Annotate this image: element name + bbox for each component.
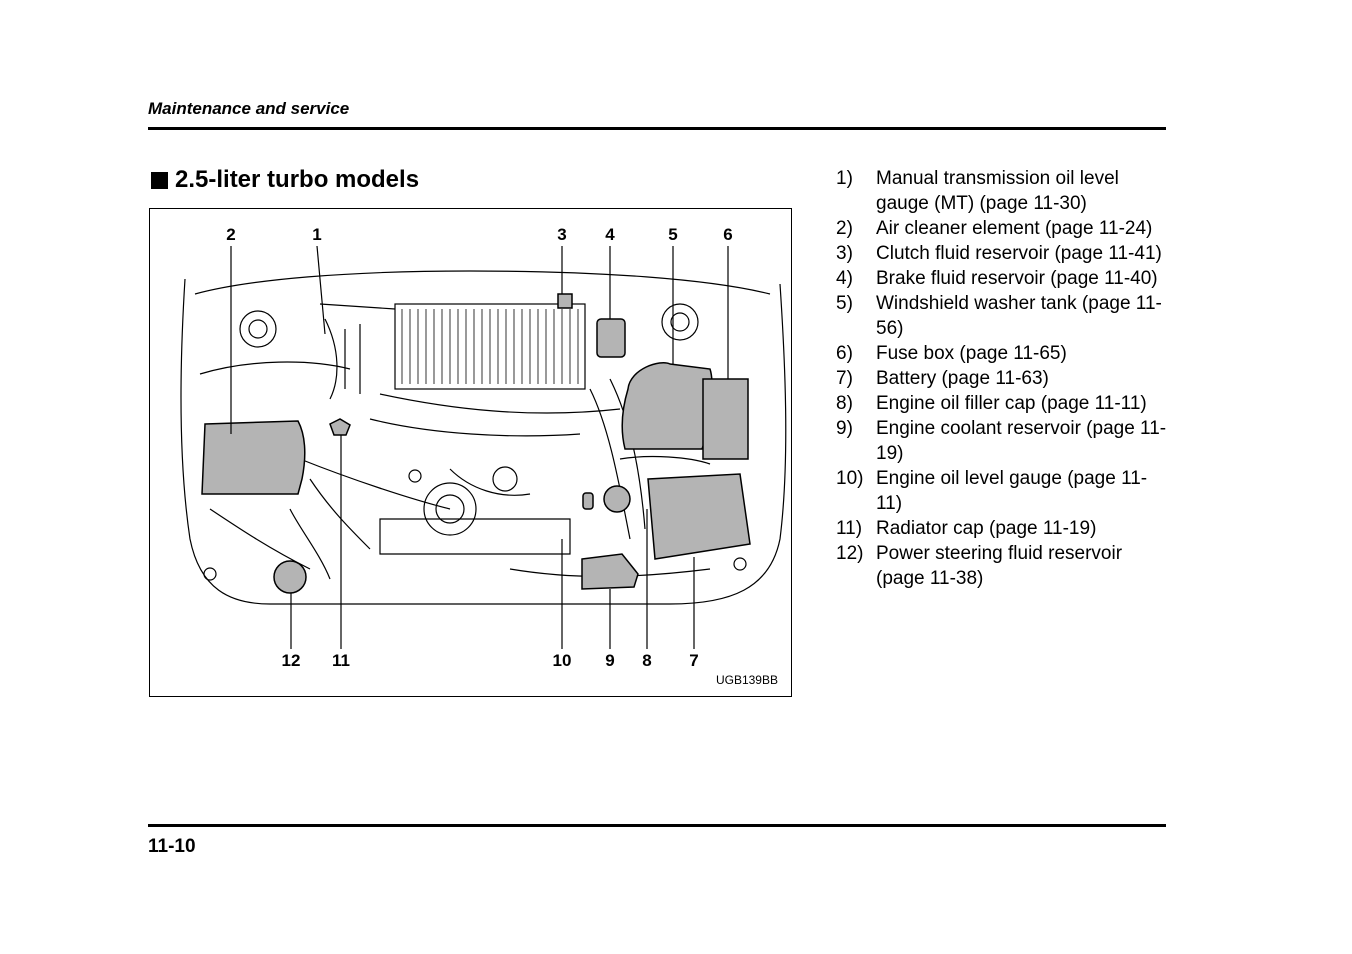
legend-text: Radiator cap (page 11-19) bbox=[876, 518, 1097, 539]
figure-code: UGB139BB bbox=[715, 673, 778, 687]
section-heading-text: 2.5-liter turbo models bbox=[175, 166, 420, 193]
legend-item: 7) Battery (page 11-63) bbox=[836, 366, 1171, 391]
legend-number: 10) bbox=[836, 468, 864, 489]
legend-item: 4) Brake fluid reservoir (page 11-40) bbox=[836, 266, 1171, 291]
legend-number: 11) bbox=[836, 518, 863, 539]
engine-illustration bbox=[180, 245, 787, 649]
legend-number: 2) bbox=[836, 218, 853, 239]
legend-number: 9) bbox=[836, 418, 853, 439]
legend-item: 9) Engine coolant reservoir (page 11-19) bbox=[836, 416, 1171, 466]
legend-item: 2) Air cleaner element (page 11-24) bbox=[836, 216, 1171, 241]
legend-item: 12) Power steering fluid reservoir (page … bbox=[836, 541, 1171, 591]
engine-compartment-figure: 2 1 3 4 5 6 12 11 10 9 8 7 UGB139BB bbox=[149, 208, 792, 697]
legend-number: 1) bbox=[836, 168, 853, 189]
legend-number: 6) bbox=[836, 343, 853, 364]
callout-label: 2 bbox=[226, 225, 236, 244]
legend-text: Windshield washer tank (page 11-56) bbox=[876, 293, 1162, 339]
legend-text: Power steering fluid reservoir (page 11-… bbox=[876, 543, 1123, 589]
legend-item: 6) Fuse box (page 11-65) bbox=[836, 341, 1171, 366]
legend-text: Battery (page 11-63) bbox=[876, 368, 1049, 389]
running-header: Maintenance and service bbox=[148, 99, 350, 118]
legend-item: 11) Radiator cap (page 11-19) bbox=[836, 516, 1171, 541]
legend-item: 5) Windshield washer tank (page 11-56) bbox=[836, 291, 1171, 341]
callout-label: 10 bbox=[552, 651, 572, 670]
callout-label: 1 bbox=[312, 225, 322, 244]
legend-number: 5) bbox=[836, 293, 853, 314]
legend-item: 3) Clutch fluid reservoir (page 11-41) bbox=[836, 241, 1171, 266]
page-number: 11-10 bbox=[148, 836, 196, 857]
square-bullet-icon bbox=[151, 171, 168, 189]
legend-number: 3) bbox=[836, 243, 853, 264]
callout-label: 9 bbox=[605, 651, 615, 670]
legend-text: Clutch fluid reservoir (page 11-41) bbox=[876, 243, 1162, 264]
legend-list: 1) Manual transmission oil level gauge (M… bbox=[836, 166, 1171, 591]
legend-number: 4) bbox=[836, 268, 853, 289]
legend-text: Fuse box (page 11-65) bbox=[876, 343, 1067, 364]
legend-number: 8) bbox=[836, 393, 853, 414]
header-rule bbox=[148, 127, 1166, 130]
legend-item: 8) Engine oil filler cap (page 11-11) bbox=[836, 391, 1171, 416]
section-heading: 2.5-liter turbo models bbox=[151, 166, 419, 194]
legend-number: 12) bbox=[836, 543, 864, 564]
callout-label: 6 bbox=[723, 225, 733, 244]
legend-text: Engine coolant reservoir (page 11-19) bbox=[876, 418, 1167, 464]
legend-text: Manual transmission oil level gauge (MT)… bbox=[876, 168, 1119, 214]
callout-label: 8 bbox=[642, 651, 652, 670]
callout-label: 5 bbox=[668, 225, 678, 244]
callout-label: 4 bbox=[605, 225, 615, 244]
legend-text: Engine oil level gauge (page 11-11) bbox=[876, 468, 1148, 514]
callout-label: 7 bbox=[689, 651, 699, 670]
legend-text: Brake fluid reservoir (page 11-40) bbox=[876, 268, 1158, 289]
footer-rule bbox=[148, 824, 1166, 827]
legend-item: 1) Manual transmission oil level gauge (M… bbox=[836, 166, 1171, 216]
legend-text: Air cleaner element (page 11-24) bbox=[876, 218, 1153, 239]
legend-text: Engine oil filler cap (page 11-11) bbox=[876, 393, 1147, 414]
callout-label: 12 bbox=[281, 651, 301, 670]
callout-label: 11 bbox=[332, 651, 350, 670]
legend-item: 10) Engine oil level gauge (page 11-11) bbox=[836, 466, 1171, 516]
legend-number: 7) bbox=[836, 368, 853, 389]
callout-label: 3 bbox=[557, 225, 567, 244]
